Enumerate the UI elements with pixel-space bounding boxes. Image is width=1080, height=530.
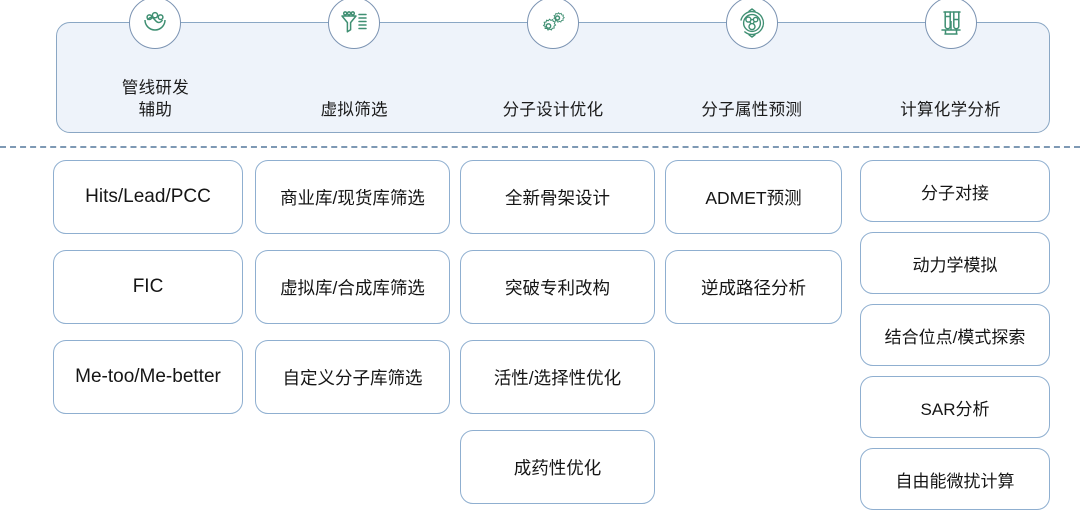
capability-card[interactable]: FIC bbox=[53, 250, 243, 324]
capability-grid: Hits/Lead/PCC FIC Me-too/Me-better 商业库/现… bbox=[0, 160, 1080, 530]
section-divider bbox=[0, 146, 1080, 148]
molecule-design-column: 全新骨架设计 突破专利改构 活性/选择性优化 成药性优化 bbox=[460, 160, 665, 520]
capability-card[interactable]: 全新骨架设计 bbox=[460, 160, 655, 234]
property-prediction-column: ADMET预测 逆成路径分析 bbox=[665, 160, 850, 340]
banner-stage-property-prediction[interactable]: 分子属性预测 bbox=[652, 0, 851, 133]
banner-stage-list: 管线研发 辅助 虚拟筛选 bbox=[56, 0, 1050, 133]
banner-stage-label: 虚拟筛选 bbox=[320, 100, 388, 119]
test-tube-rack-icon bbox=[924, 0, 977, 49]
capability-card[interactable]: 活性/选择性优化 bbox=[460, 340, 655, 414]
banner-stage-computational-chemistry[interactable]: 计算化学分析 bbox=[851, 0, 1050, 133]
capability-card[interactable]: Me-too/Me-better bbox=[53, 340, 243, 414]
capability-card[interactable]: Hits/Lead/PCC bbox=[53, 160, 243, 234]
funnel-filter-icon bbox=[328, 0, 381, 49]
banner-stage-pipeline-rd[interactable]: 管线研发 辅助 bbox=[56, 0, 255, 133]
gears-icon bbox=[526, 0, 579, 49]
banner-stage-label: 管线研发 辅助 bbox=[121, 79, 189, 119]
capability-card[interactable]: 自由能微扰计算 bbox=[860, 448, 1050, 510]
capability-card[interactable]: 成药性优化 bbox=[460, 430, 655, 504]
capability-card[interactable]: 商业库/现货库筛选 bbox=[255, 160, 450, 234]
molecule-bowl-icon bbox=[129, 0, 182, 49]
banner-stage-molecule-design[interactable]: 分子设计优化 bbox=[454, 0, 653, 133]
capability-card[interactable]: ADMET预测 bbox=[665, 160, 842, 234]
capability-card[interactable]: 结合位点/模式探索 bbox=[860, 304, 1050, 366]
capability-card[interactable]: 动力学模拟 bbox=[860, 232, 1050, 294]
banner-stage-label: 分子设计优化 bbox=[502, 100, 604, 119]
capability-card[interactable]: 自定义分子库筛选 bbox=[255, 340, 450, 414]
banner-stage-label: 分子属性预测 bbox=[701, 100, 803, 119]
capability-card[interactable]: 逆成路径分析 bbox=[665, 250, 842, 324]
computational-chemistry-column: 分子对接 动力学模拟 结合位点/模式探索 SAR分析 自由能微扰计算 bbox=[850, 160, 1080, 520]
capability-card[interactable]: 虚拟库/合成库筛选 bbox=[255, 250, 450, 324]
process-header-banner: 管线研发 辅助 虚拟筛选 bbox=[0, 0, 1080, 150]
banner-stage-virtual-screening[interactable]: 虚拟筛选 bbox=[255, 0, 454, 133]
capability-card[interactable]: 突破专利改构 bbox=[460, 250, 655, 324]
virtual-screening-column: 商业库/现货库筛选 虚拟库/合成库筛选 自定义分子库筛选 bbox=[255, 160, 460, 430]
capability-card[interactable]: 分子对接 bbox=[860, 160, 1050, 222]
pipeline-rd-column: Hits/Lead/PCC FIC Me-too/Me-better bbox=[0, 160, 255, 430]
molecule-globe-icon bbox=[725, 0, 778, 49]
banner-stage-label: 计算化学分析 bbox=[900, 100, 1001, 119]
capability-card[interactable]: SAR分析 bbox=[860, 376, 1050, 438]
